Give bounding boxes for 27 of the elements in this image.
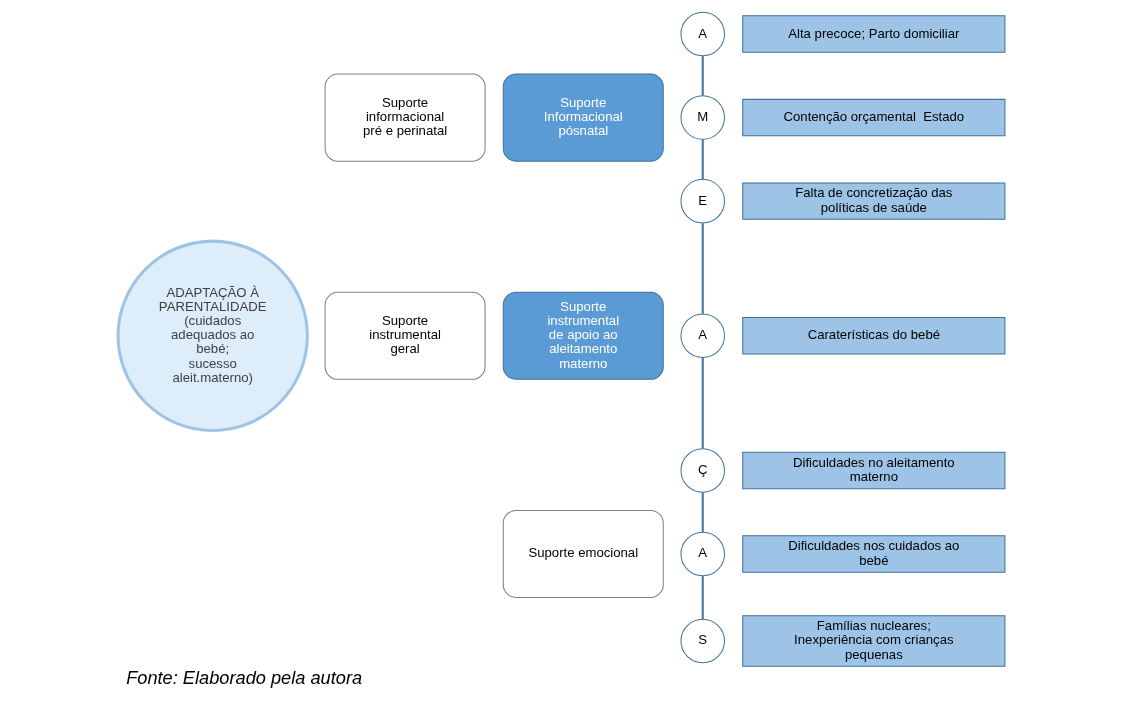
node-box: Suporte emocional bbox=[502, 509, 664, 598]
connector bbox=[701, 576, 704, 620]
node-circle: E bbox=[680, 178, 725, 224]
node-box: Dificuldades no aleitamento materno bbox=[742, 451, 1006, 490]
node-box: Dificuldades nos cuidados ao bebé bbox=[742, 535, 1006, 573]
node-box: Suporte instrumental geral bbox=[324, 291, 486, 380]
node-box: Famílias nucleares; Inexperiência com crianças pequenas bbox=[742, 615, 1006, 667]
node-circle: Ç bbox=[680, 448, 725, 493]
connector bbox=[701, 56, 704, 96]
node-circle: A bbox=[680, 313, 725, 359]
connector bbox=[701, 223, 704, 314]
node-box: Caraterísticas do bebé bbox=[742, 317, 1006, 355]
node-circle: ADAPTAÇÃO À PARENTALIDADE (cuidados adequados ao bebé; sucesso aleit.materno) bbox=[116, 239, 309, 432]
node-box: Contenção orçamental Estado bbox=[742, 98, 1006, 137]
node-box: Suporte informacional pré e perinatal bbox=[324, 73, 486, 162]
caption: Fonte: Elaborado pela autora bbox=[126, 667, 363, 688]
node-box: Suporte Informacional pósnatal bbox=[502, 73, 664, 162]
node-circle: A bbox=[680, 11, 725, 57]
node-box: Alta precoce; Parto domiciliar bbox=[742, 15, 1006, 53]
node-circle: A bbox=[680, 531, 725, 577]
node-box: Suporte instrumental de apoio ao aleitamento materno bbox=[502, 291, 664, 380]
node-box: Falta de concretização das políticas de saúde bbox=[742, 182, 1006, 220]
connector bbox=[701, 139, 704, 180]
node-circle: M bbox=[680, 95, 725, 140]
connector bbox=[701, 492, 704, 533]
connector bbox=[701, 357, 704, 449]
node-circle: S bbox=[680, 618, 725, 664]
